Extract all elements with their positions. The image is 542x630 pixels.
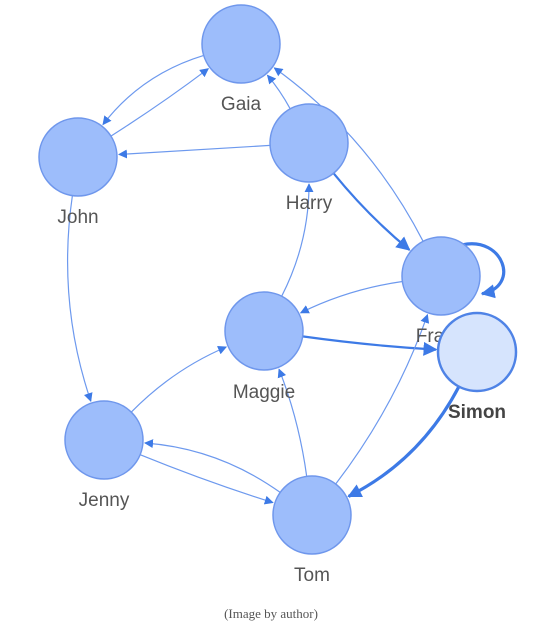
edges-layer [67,54,506,505]
node-jenny[interactable] [64,400,144,480]
edge-harry-to-gaia [266,74,291,110]
edge-harry-to-frank [332,172,411,251]
edge-maggie-to-simon [302,335,438,356]
node-tom[interactable] [272,475,352,555]
edge-jenny-to-maggie [130,346,228,413]
edge-maggie-to-harry [281,183,314,297]
node-label-tom: Tom [294,565,330,586]
node-label-maggie: Maggie [233,382,295,403]
node-label-frank: Fra [416,326,445,347]
edge-frank-to-maggie [299,280,403,314]
edge-tom-to-frank [335,313,430,485]
node-label-harry: Harry [286,193,333,214]
edge-john-to-gaia [110,68,210,137]
edge-john-to-jenny [67,195,93,403]
image-caption: (Image by author) [224,606,318,621]
edge-frank-to-frank [462,242,506,299]
node-john[interactable] [38,117,118,197]
edge-tom-to-maggie [277,368,308,477]
node-simon[interactable] [436,311,518,393]
node-label-gaia: Gaia [221,94,262,115]
node-harry[interactable] [269,103,349,183]
edge-tom-to-jenny [144,439,281,493]
edge-gaia-to-john [102,54,204,126]
node-label-simon: Simon [448,402,506,423]
edge-jenny-to-tom [139,454,274,505]
node-label-john: John [57,207,98,228]
node-gaia[interactable] [201,4,281,84]
node-maggie[interactable] [224,291,304,371]
node-label-jenny: Jenny [79,490,130,511]
node-frank[interactable] [401,236,481,316]
edge-harry-to-john [118,144,271,159]
edge-simon-to-tom [347,385,461,498]
edge-frank-to-gaia [273,67,424,242]
nodes-layer: Fra [38,4,518,555]
